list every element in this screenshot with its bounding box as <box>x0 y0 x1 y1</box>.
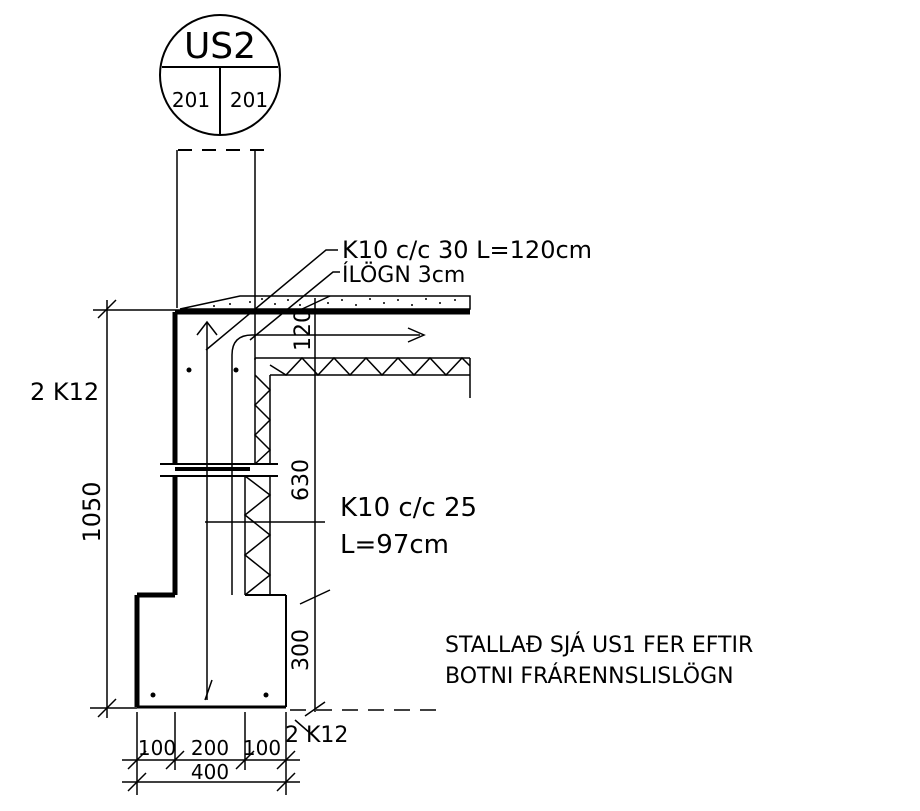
callout-rebar-wall-1: K10 c/c 25 <box>340 493 477 523</box>
detail-marker-sheet-left: 201 <box>172 88 210 112</box>
callout-rebar-footing: 2 K12 <box>285 723 348 748</box>
callout-rebar-top: K10 c/c 30 L=120cm <box>342 236 592 264</box>
note-line-1: STALLAÐ SJÁ US1 FER EFTIR <box>445 632 753 658</box>
dim-insulation-height: 630 <box>289 459 314 501</box>
wall-outline <box>134 309 470 709</box>
callout-rebar-wall-2: L=97cm <box>340 530 449 560</box>
rebars <box>150 320 426 701</box>
insulation-layer <box>243 356 471 596</box>
callout-leaders <box>205 249 340 523</box>
dim-wall-height: 1050 <box>78 481 106 542</box>
dim-footing-total: 400 <box>191 760 229 784</box>
detail-marker: US2 201 201 <box>159 14 281 136</box>
dim-footing-height: 300 <box>289 629 314 671</box>
wall-break <box>160 463 278 477</box>
dimension-lines <box>90 295 440 795</box>
dim-footing-right: 100 <box>243 736 281 760</box>
detail-marker-sheet-right: 201 <box>230 88 268 112</box>
break-line-top <box>176 149 272 360</box>
dim-wall-width: 200 <box>191 736 229 760</box>
callout-rebar-vertical: 2 K12 <box>30 378 99 406</box>
labels: K10 c/c 30 L=120cm ÍLÖGN 3cm 2 K12 K10 c… <box>30 236 753 784</box>
dim-footing-left: 100 <box>138 736 176 760</box>
topping-layer <box>179 295 471 310</box>
note-line-2: BOTNI FRÁRENNSLISLÖGN <box>445 663 734 689</box>
dim-slab-thickness: 120 <box>291 309 316 351</box>
callout-topping: ÍLÖGN 3cm <box>342 262 465 288</box>
detail-marker-title: US2 <box>184 26 256 67</box>
